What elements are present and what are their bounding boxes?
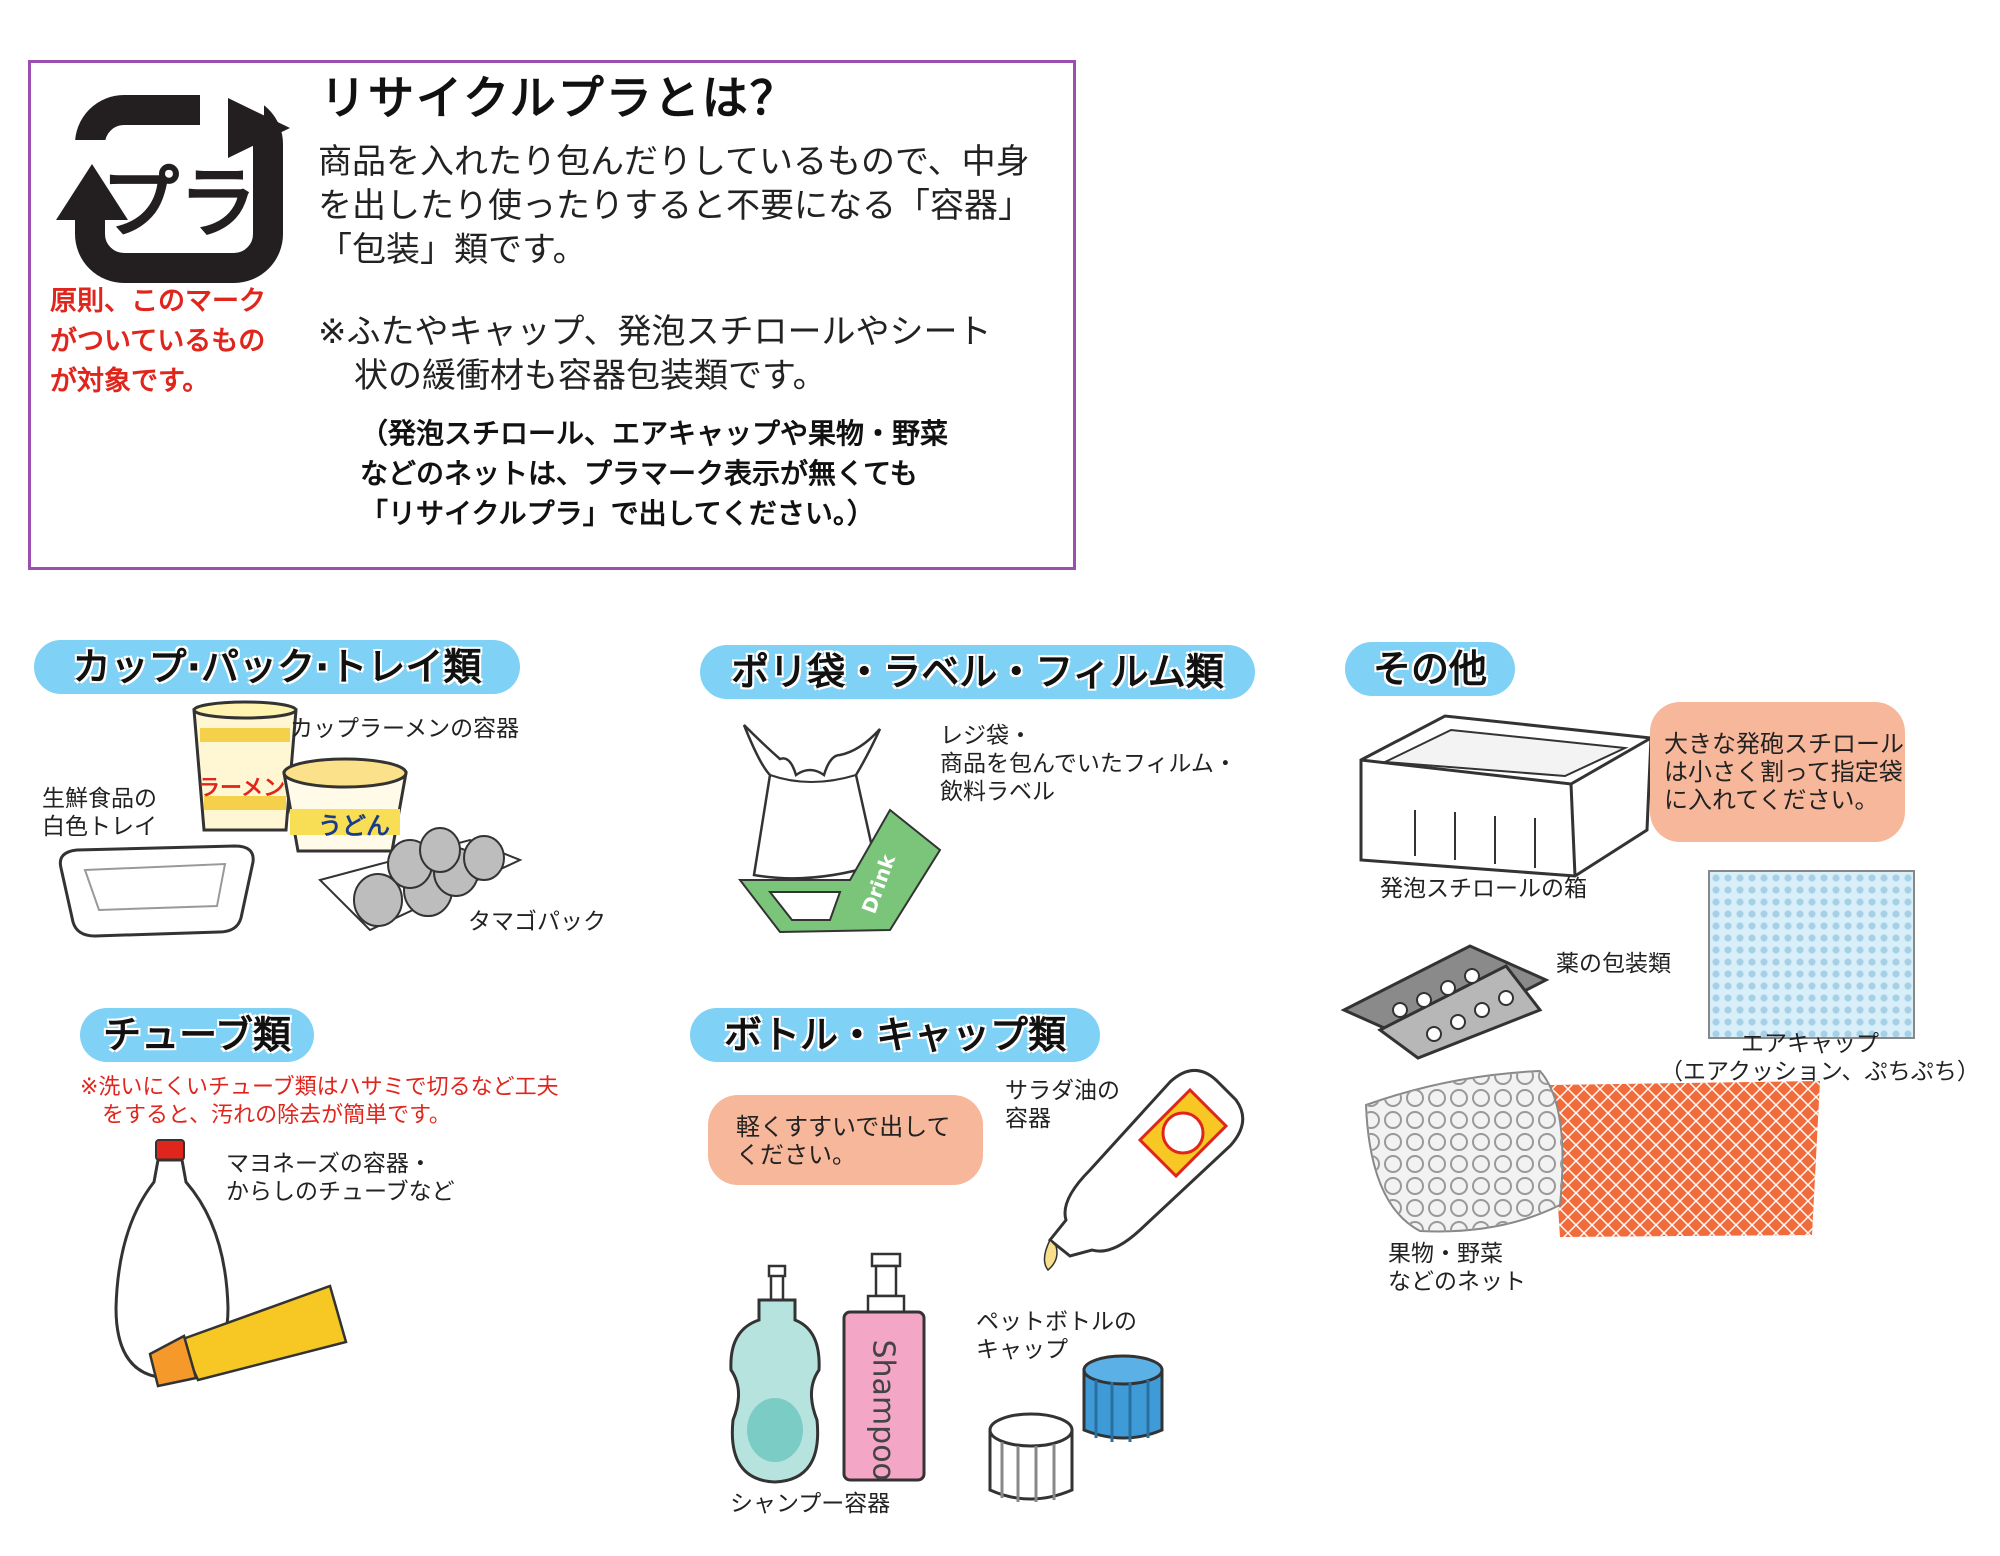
shampoo-caption: シャンプー容器 bbox=[730, 1491, 891, 1517]
bold-note: （発泡スチロール、エアキャップや果物・野菜 などのネットは、プラマーク表示が無く… bbox=[360, 417, 949, 530]
egg-pack-icon bbox=[318, 827, 523, 932]
shampoo-label: Shampoo bbox=[865, 1339, 901, 1481]
other-bubble: 大きな発砲スチロール は小さく割って指定袋 に入れてください。 bbox=[1650, 702, 1905, 842]
page-title: リサイクルプラとは？ bbox=[320, 71, 798, 125]
pla-mark-text: プラ bbox=[101, 159, 257, 249]
caps-caption: ペットボトルの キャップ bbox=[976, 1309, 1137, 1363]
bottle-caps-icon bbox=[988, 1354, 1164, 1502]
ramen-caption: カップラーメンの容器 bbox=[290, 716, 520, 742]
udon-label: うどん bbox=[318, 812, 390, 840]
ramen-cup-icon bbox=[192, 700, 298, 832]
egg-caption: タマゴパック bbox=[468, 909, 606, 935]
heading-bags: ポリ袋・ラベル・フィルム類 bbox=[700, 645, 1255, 699]
styrofoam-box-icon bbox=[1359, 714, 1653, 878]
bag-caption: レジ袋・ 商品を包んでいたフィルム・ 飲料ラベル bbox=[940, 723, 1237, 805]
tray-icon bbox=[58, 844, 255, 938]
net-icon bbox=[1364, 1069, 1820, 1237]
mayo-caption: マヨネーズの容器・ からしのチューブなど bbox=[226, 1151, 455, 1205]
oil-caption: サラダ油の 容器 bbox=[1005, 1078, 1120, 1132]
description: 商品を入れたり包んだりしているもので、中身を出したり使ったりすると不要になる「容… bbox=[318, 142, 1032, 270]
drink-label-icon bbox=[737, 808, 942, 934]
note: ※ふたやキャップ、発泡スチロールやシート 状の緩衝材も容器包装類です。 bbox=[318, 312, 992, 396]
heading-tubes: チューブ類 bbox=[80, 1008, 314, 1062]
info-box bbox=[28, 60, 1076, 570]
tray-caption: 生鮮食品の 白色トレイ bbox=[42, 786, 157, 840]
net-caption: 果物・野菜 などのネット bbox=[1388, 1241, 1526, 1295]
bottles-bubble: 軽くすすいで出して ください。 bbox=[708, 1095, 983, 1185]
medicine-pack-icon bbox=[1340, 944, 1550, 1060]
heading-bottles: ボトル・キャップ類 bbox=[690, 1008, 1100, 1062]
mark-note: 原則、このマーク がついているもの が対象です。 bbox=[50, 286, 266, 397]
aircap-icon bbox=[1708, 870, 1915, 1039]
mustard-tube-icon bbox=[148, 1284, 348, 1388]
ramen-label: ラーメン bbox=[198, 776, 286, 801]
dish-soap-bottle-icon bbox=[729, 1264, 821, 1484]
tubes-note: ※洗いにくいチューブ類はハサミで切るなど工夫 をすると、汚れの除去が簡単です。 bbox=[80, 1075, 559, 1128]
oil-bottle-icon bbox=[1043, 1069, 1245, 1272]
medicine-caption: 薬の包装類 bbox=[1556, 951, 1671, 977]
aircap-caption: エアキャップ （エアクッション、ぷちぷち） bbox=[1660, 1031, 1980, 1085]
heading-cups: カップ·パック·トレイ類 bbox=[34, 640, 520, 694]
plastic-bag-icon bbox=[742, 724, 882, 880]
heading-other: その他 bbox=[1345, 642, 1515, 696]
recycle-pla-mark-icon: プラ bbox=[56, 90, 290, 283]
shampoo-bottle-icon bbox=[842, 1252, 926, 1482]
styrofoam-caption: 発泡スチロールの箱 bbox=[1380, 876, 1587, 902]
